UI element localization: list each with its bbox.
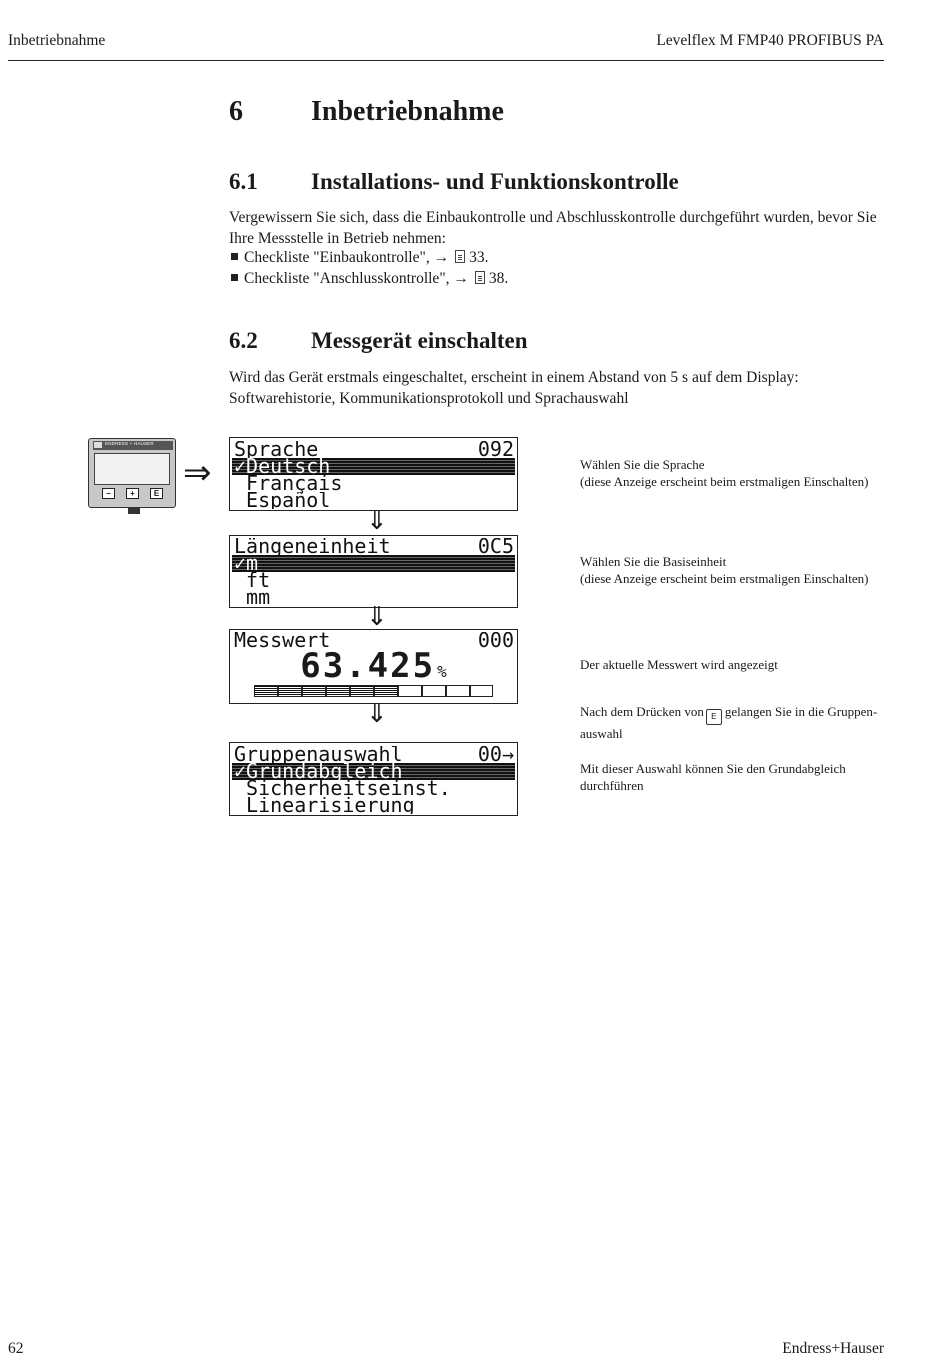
- lcd-option-text: ft: [234, 572, 271, 589]
- lcd-title: Messwert: [234, 632, 331, 649]
- section-number: 6.1: [229, 169, 258, 194]
- checklist-page: 38.: [488, 270, 509, 287]
- note-measured-value: Der aktuelle Messwert wird angezeigt: [580, 657, 778, 672]
- lcd-option: Sicherheitseinst.: [232, 780, 515, 797]
- lcd-option-text: mm: [234, 589, 271, 606]
- lcd-code: 0C5: [477, 538, 514, 555]
- lcd-title: Gruppenauswahl: [234, 746, 403, 763]
- measured-value-unit: %: [437, 662, 447, 681]
- page-number: 62: [8, 1340, 24, 1357]
- lcd-code: 092: [477, 441, 514, 458]
- note-text: gelangen Sie in die Gruppen-auswahl: [580, 704, 878, 741]
- bullet-square-icon: [231, 253, 238, 260]
- lcd-title: Sprache: [234, 441, 319, 458]
- section-title: Messgerät einschalten: [311, 328, 528, 353]
- lcd-option: ft: [232, 572, 515, 589]
- plus-key-icon: +: [126, 488, 139, 499]
- connector-icon: [128, 508, 140, 514]
- note-text: (diese Anzeige erscheint beim erstmalige…: [580, 474, 869, 489]
- chapter-number: 6: [229, 96, 243, 127]
- lcd-screen-group-selection: Gruppenauswahl 00→ ✓Grundabgleich Sicher…: [229, 742, 518, 816]
- chapter-title: Inbetriebnahme: [311, 96, 504, 127]
- section-title: Installations- und Funktionskontrolle: [311, 169, 679, 194]
- brand-strip: [93, 441, 173, 450]
- lcd-measured-value: 63.425%: [230, 648, 517, 690]
- footer-company: Endress+Hauser: [782, 1340, 884, 1357]
- lcd-code: 000: [477, 632, 514, 649]
- measured-value-number: 63.425: [300, 646, 436, 686]
- lcd-option-text: Linearisierung: [234, 797, 415, 814]
- page-reference-icon: [474, 271, 485, 284]
- running-header-section: Inbetriebnahme: [8, 32, 106, 49]
- note-basic-setup: Mit dieser Auswahl können Sie den Grunda…: [580, 761, 846, 793]
- bullet-square-icon: [231, 274, 238, 281]
- lcd-option-selected: ✓Grundabgleich: [232, 763, 515, 780]
- device-screen: [94, 453, 170, 485]
- checklist-item: Checkliste "Einbaukontrolle", → 33.: [229, 249, 488, 267]
- section-intro-6-2: Wird das Gerät erstmals eingeschaltet, e…: [229, 369, 799, 407]
- note-language: Wählen Sie die Sprache (diese Anzeige er…: [580, 456, 892, 490]
- eh-logo-icon: [94, 442, 102, 448]
- lcd-option-selected: ✓Deutsch: [232, 458, 515, 475]
- header-rule: [8, 60, 884, 61]
- note-text: (diese Anzeige erscheint beim erstmalige…: [580, 571, 869, 586]
- lcd-option-text: ✓Deutsch: [234, 458, 331, 475]
- right-double-arrow-icon: ⇒: [183, 453, 212, 493]
- lcd-title-row: Längeneinheit 0C5: [232, 538, 515, 555]
- running-header-product: Levelflex M FMP40 PROFIBUS PA: [656, 32, 884, 49]
- level-bargraph: [254, 685, 493, 697]
- lcd-code: 00→: [477, 746, 514, 763]
- display-module-illustration: ENDRESS + HAUSER − + E: [88, 438, 176, 514]
- lcd-screen-length-unit: Längeneinheit 0C5 ✓m ft mm: [229, 535, 518, 608]
- note-text: Wählen Sie die Basiseinheit: [580, 554, 727, 569]
- note-text: Nach dem Drücken von: [580, 704, 704, 719]
- lcd-option: Español: [232, 492, 515, 509]
- lcd-option: Linearisierung: [232, 797, 515, 814]
- lcd-option-text: Sicherheitseinst.: [234, 780, 451, 797]
- enter-key-icon: E: [150, 488, 163, 499]
- down-double-arrow-icon: ⇓: [366, 506, 388, 536]
- brand-label: ENDRESS + HAUSER: [105, 441, 154, 446]
- minus-key-icon: −: [102, 488, 115, 499]
- section-intro-6-1: Vergewissern Sie sich, dass die Einbauko…: [229, 209, 877, 247]
- level-bargraph-ticks: [255, 686, 492, 696]
- checklist-page: 33.: [469, 249, 489, 266]
- lcd-option-text: ✓Grundabgleich: [234, 763, 403, 780]
- note-base-unit: Wählen Sie die Basiseinheit (diese Anzei…: [580, 553, 892, 587]
- lcd-title-row: Gruppenauswahl 00→: [232, 746, 515, 763]
- note-text: Wählen Sie die Sprache: [580, 457, 705, 472]
- lcd-option-text: ✓m: [234, 555, 259, 572]
- lcd-title-row: Sprache 092: [232, 441, 515, 458]
- lcd-title: Längeneinheit: [234, 538, 391, 555]
- checklist-text: Checkliste "Einbaukontrolle", →: [244, 249, 450, 266]
- lcd-option: mm: [232, 589, 515, 606]
- lcd-option-text: Français: [234, 475, 343, 492]
- down-double-arrow-icon: ⇓: [366, 699, 388, 729]
- checklist-item: Checkliste "Anschlusskontrolle", → 38.: [229, 270, 508, 288]
- lcd-title-row: Messwert 000: [232, 632, 515, 649]
- section-number: 6.2: [229, 328, 258, 353]
- enter-key-icon: E: [705, 709, 722, 725]
- lcd-option-selected: ✓m: [232, 555, 515, 572]
- lcd-option: Français: [232, 475, 515, 492]
- lcd-screen-language: Sprache 092 ✓Deutsch Français Español: [229, 437, 518, 511]
- down-double-arrow-icon: ⇓: [366, 602, 388, 632]
- page-reference-icon: [455, 250, 466, 263]
- lcd-screen-measured-value: Messwert 000 63.425%: [229, 629, 518, 704]
- lcd-option-text: Español: [234, 492, 331, 509]
- checklist-text: Checkliste "Anschlusskontrolle", →: [244, 270, 469, 287]
